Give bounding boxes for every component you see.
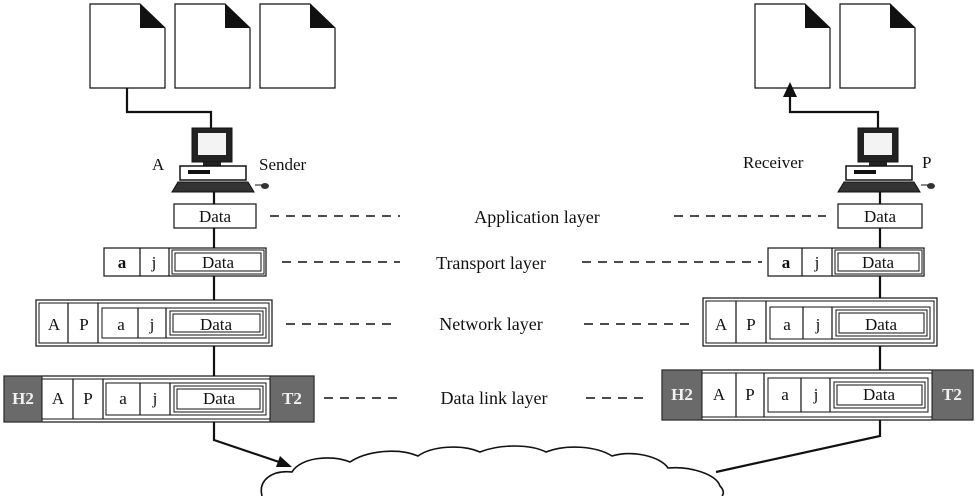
transport-header-j: j [815, 315, 821, 334]
sender-letter: A [152, 155, 165, 174]
data-label: Data [862, 253, 895, 272]
frame-trailer-t2: T2 [942, 385, 962, 404]
sender-document-link [125, 88, 213, 132]
network-header-a: A [715, 315, 728, 334]
transport-header-a: a [781, 385, 789, 404]
receiver-transport-segment: a j Data [767, 247, 925, 277]
network-header-p: P [745, 385, 754, 404]
network-header-p: P [746, 315, 755, 334]
data-link-layer-label: Data link layer [441, 388, 548, 408]
sender-transport-segment: a j Data [103, 247, 267, 277]
receiver-documents [754, 3, 916, 89]
receiver-cloud-link [715, 420, 882, 474]
transport-header-j: j [814, 253, 820, 272]
receiver-network-packet: A P a j Data [702, 297, 938, 347]
network-layer-label: Network layer [439, 314, 542, 334]
receiver-application-unit: Data [837, 203, 923, 229]
sender-data-link-frame: H2 T2 A P a j Data [3, 375, 315, 423]
transport-layer-label: Transport layer [436, 253, 546, 273]
sender-computer-icon [171, 127, 269, 193]
sender-label: Sender [259, 155, 307, 174]
data-label: Data [865, 315, 898, 334]
data-label: Data [202, 253, 235, 272]
network-header-a: A [48, 315, 61, 334]
document-icon [89, 3, 166, 89]
receiver-letter: P [922, 153, 931, 172]
receiver-document-link [788, 95, 880, 134]
transport-header-a: a [118, 253, 127, 272]
receiver-label: Receiver [743, 153, 804, 172]
receiver-arrow-head [783, 82, 797, 97]
sender-application-unit: Data [173, 203, 257, 229]
frame-header-h2: H2 [12, 389, 34, 408]
document-icon [174, 3, 251, 89]
document-icon [754, 3, 831, 89]
frame-trailer-t2: T2 [282, 389, 302, 408]
data-label: Data [864, 207, 897, 226]
network-header-a: A [713, 385, 726, 404]
document-icon [839, 3, 916, 89]
document-icon [259, 3, 336, 89]
data-label: Data [199, 207, 232, 226]
receiver-data-link-frame: H2 T2 A P a j Data [661, 369, 974, 421]
network-cloud [260, 445, 725, 496]
application-layer-label: Application layer [474, 207, 599, 227]
data-label: Data [203, 389, 236, 408]
receiver-computer-icon [837, 127, 935, 193]
sender-documents [89, 3, 336, 89]
transport-header-a: a [117, 315, 125, 334]
frame-header-h2: H2 [671, 385, 693, 404]
transport-header-a: a [119, 389, 127, 408]
transport-header-j: j [149, 315, 155, 334]
data-label: Data [200, 315, 233, 334]
transport-header-j: j [152, 389, 158, 408]
sender-cloud-arrow [276, 456, 292, 467]
data-label: Data [863, 385, 896, 404]
network-header-a: A [52, 389, 65, 408]
transport-header-a: a [783, 315, 791, 334]
transport-header-j: j [151, 253, 157, 272]
transport-header-j: j [813, 385, 819, 404]
sender-network-packet: A P a j Data [35, 299, 273, 347]
sender-cloud-link [212, 422, 289, 467]
transport-header-a: a [782, 253, 791, 272]
network-header-p: P [79, 315, 88, 334]
network-header-p: P [83, 389, 92, 408]
